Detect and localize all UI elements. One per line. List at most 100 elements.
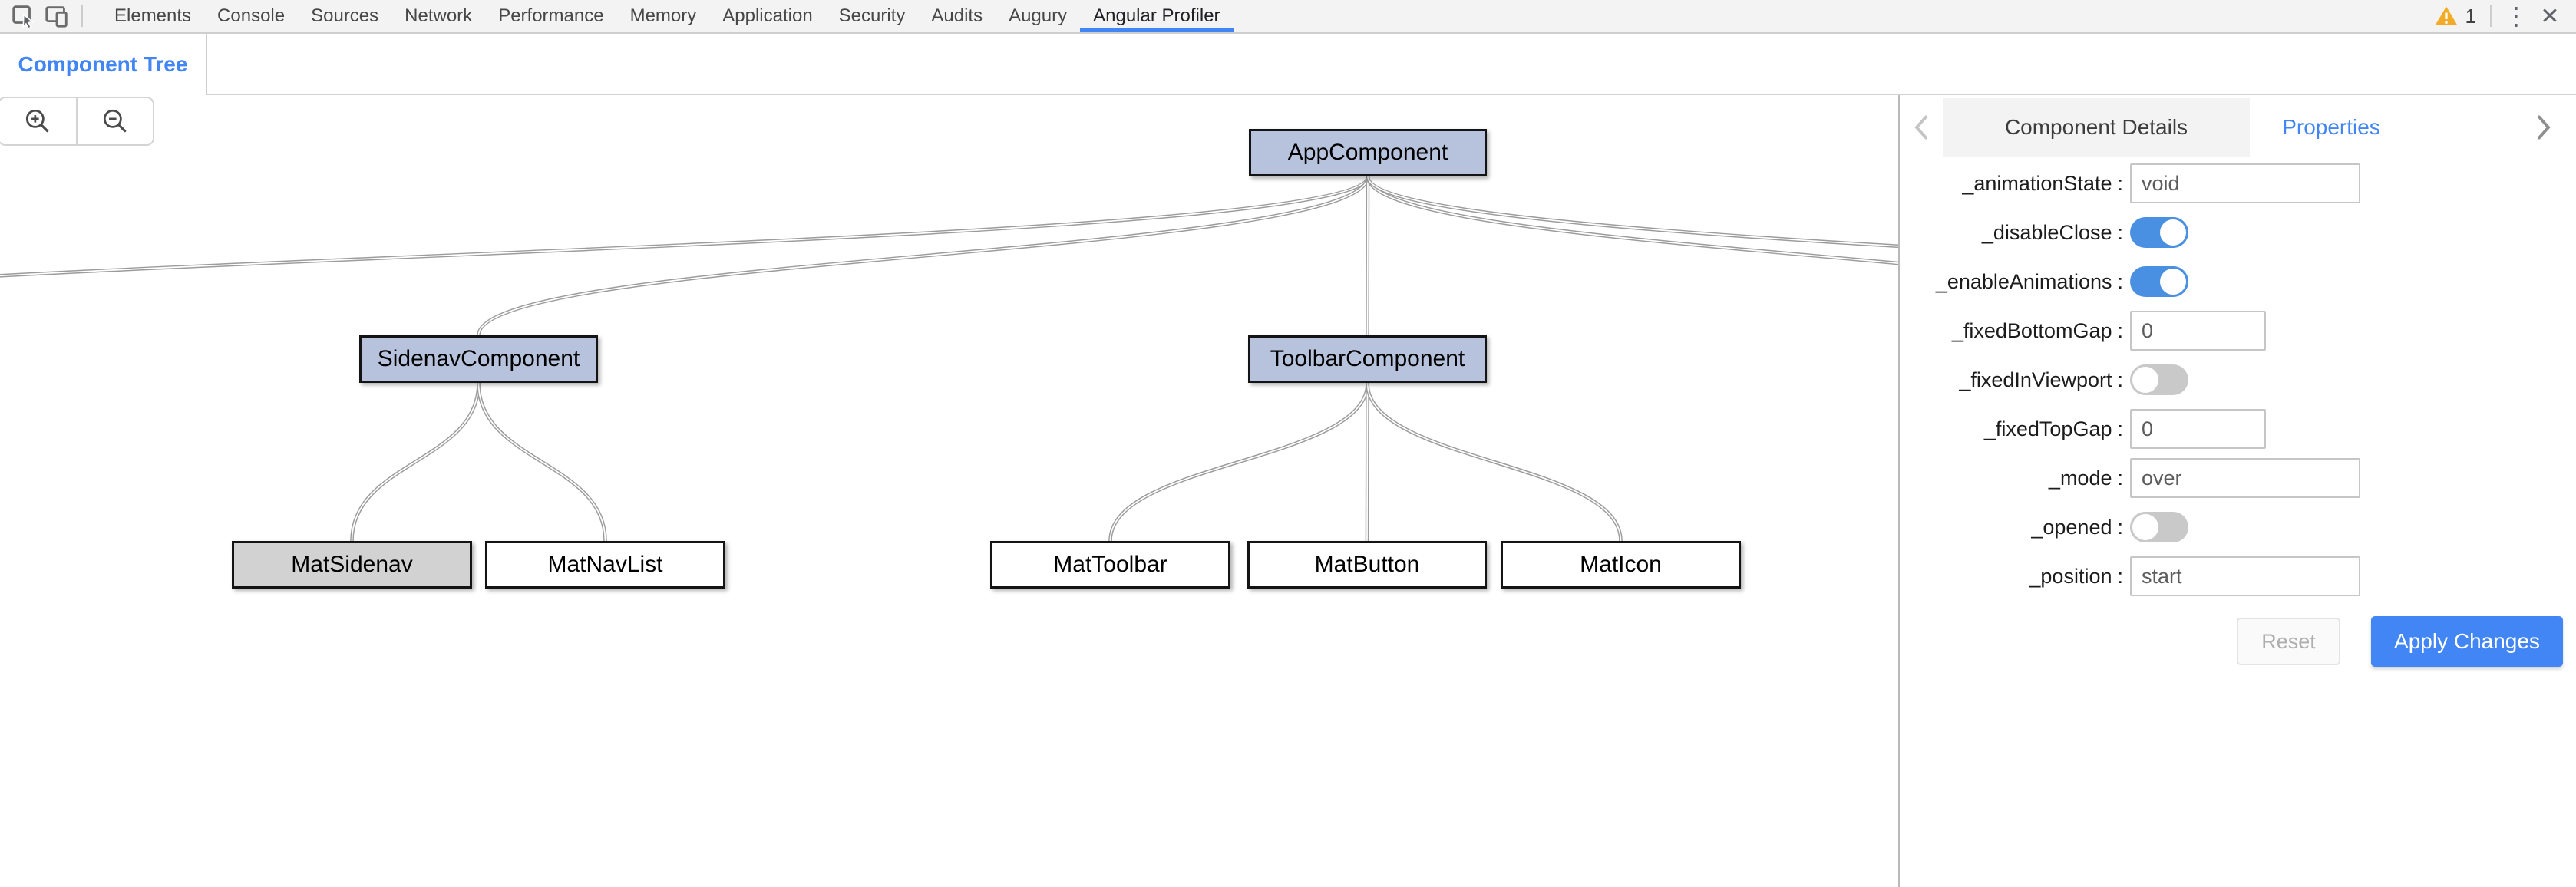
properties-list: _animationState:_disableClose:_enableAni…: [1900, 159, 2576, 601]
property-colon: :: [2117, 318, 2123, 342]
property-input-mode[interactable]: [2130, 458, 2360, 498]
kebab-menu-icon[interactable]: ⋮: [2504, 2, 2528, 30]
devtools-tab-audits[interactable]: Audits: [931, 5, 983, 26]
property-label: _mode: [2048, 466, 2112, 490]
apply-changes-button[interactable]: Apply Changes: [2371, 616, 2563, 667]
tree-node-matbutton[interactable]: MatButton: [1247, 541, 1487, 589]
property-label: _opened: [2031, 515, 2112, 539]
property-toggle-fixedinviewport[interactable]: [2130, 364, 2188, 395]
tree-edges: [0, 176, 1898, 542]
chevron-right-icon[interactable]: [2522, 98, 2565, 157]
property-colon: :: [2117, 220, 2123, 244]
toggle-knob: [2130, 364, 2161, 395]
property-colon: :: [2117, 466, 2123, 490]
toggle-knob: [2130, 512, 2161, 542]
property-label: _fixedBottomGap: [1951, 318, 2112, 342]
panel-tab-properties[interactable]: Properties: [2250, 98, 2413, 157]
zoom-out-icon: [103, 109, 127, 133]
property-toggle-opened[interactable]: [2130, 512, 2188, 542]
tree-node-mattoolbar[interactable]: MatToolbar: [990, 541, 1230, 589]
tree-node-matsidenav[interactable]: MatSidenav: [232, 541, 472, 589]
devtools-tab-angular-profiler[interactable]: Angular Profiler: [1080, 0, 1233, 32]
property-label: _disableClose: [1981, 220, 2112, 244]
property-colon: :: [2117, 368, 2123, 391]
devtools-tab-network[interactable]: Network: [405, 5, 473, 26]
tree-edge-app-offscreen: [1367, 176, 1898, 264]
zoom-out-button[interactable]: [76, 98, 153, 144]
property-row-enableanimations: _enableAnimations:: [1900, 257, 2576, 306]
close-icon[interactable]: ✕: [2540, 3, 2560, 29]
devtools-tab-augury[interactable]: Augury: [1009, 5, 1068, 26]
property-colon: :: [2117, 269, 2123, 293]
tree-node-toolbar[interactable]: ToolbarComponent: [1248, 335, 1487, 383]
inspect-cursor-icon: [12, 5, 35, 29]
panel-tab-component-details[interactable]: Component Details: [1943, 98, 2250, 157]
property-label: _enableAnimations: [1935, 269, 2112, 293]
property-toggle-disableclose[interactable]: [2130, 217, 2188, 248]
property-label: _position: [2029, 564, 2112, 588]
tree-edge-app-offscreen: [0, 176, 1369, 277]
device-toolbar-icon[interactable]: [40, 0, 74, 32]
tree-node-maticon[interactable]: MatIcon: [1501, 541, 1741, 589]
property-input-position[interactable]: [2130, 556, 2360, 596]
devtools-tab-elements[interactable]: Elements: [114, 5, 192, 26]
property-colon: :: [2117, 417, 2123, 440]
devtools-tab-security[interactable]: Security: [838, 5, 906, 26]
devtools-tab-performance[interactable]: Performance: [498, 5, 604, 26]
subtab-underline: [207, 94, 2576, 95]
warning-triangle-icon: [2435, 6, 2457, 25]
tree-edge-toolbar-maticon: [1366, 382, 1622, 542]
property-row-fixedinviewport: _fixedInViewport:: [1900, 355, 2576, 404]
warning-count: 1: [2465, 4, 2476, 28]
property-row-opened: _opened:: [1900, 503, 2576, 552]
chevron-left-icon[interactable]: [1900, 98, 1943, 157]
devtools-tab-application[interactable]: Application: [722, 5, 813, 26]
property-row-fixedbottomgap: _fixedBottomGap:: [1900, 306, 2576, 355]
property-label: _animationState: [1962, 171, 2112, 195]
zoom-in-button[interactable]: [0, 98, 76, 144]
tree-node-app[interactable]: AppComponent: [1249, 129, 1487, 176]
toggle-knob: [2158, 266, 2188, 297]
tree-edge-app-offscreen: [1367, 176, 1898, 247]
zoom-controls: [0, 97, 154, 146]
toggle-knob: [2158, 217, 2188, 248]
devtools-tab-memory[interactable]: Memory: [629, 5, 697, 26]
tree-edge-app-offscreen: [0, 176, 1370, 278]
property-label: _fixedInViewport: [1959, 368, 2112, 391]
tree-edge-app-toolbar: [1366, 176, 1369, 336]
devtools-tab-bar: Elements Console Sources Network Performance…: [0, 0, 2576, 34]
property-label: _fixedTopGap: [1983, 417, 2112, 440]
warning-badge[interactable]: 1: [2428, 4, 2482, 28]
reset-button[interactable]: Reset: [2237, 618, 2340, 665]
property-row-disableclose: _disableClose:: [1900, 208, 2576, 257]
property-input-fixedtopgap[interactable]: [2130, 409, 2266, 449]
property-colon: :: [2117, 171, 2123, 195]
devtools-tab-console[interactable]: Console: [217, 5, 286, 26]
property-input-animationstate[interactable]: [2130, 163, 2360, 203]
property-colon: :: [2117, 564, 2123, 588]
tab-component-tree[interactable]: Component Tree: [0, 34, 207, 95]
tree-edge-sidenav-matnavlist: [477, 382, 606, 542]
zoom-in-icon: [25, 109, 49, 133]
inspect-element-icon[interactable]: [6, 0, 40, 32]
tree-edge-app-sidenav: [477, 176, 1369, 336]
property-toggle-enableanimations[interactable]: [2130, 266, 2188, 297]
device-toolbar-glyph-icon: [45, 6, 68, 28]
subtab-bar: Component Tree: [0, 34, 2576, 95]
property-row-mode: _mode:: [1900, 453, 2576, 503]
tree-node-matnavlist[interactable]: MatNavList: [485, 541, 725, 589]
toolbar-separator: [81, 5, 83, 27]
devtools-tab-sources[interactable]: Sources: [311, 5, 379, 26]
tree-edge-toolbar-mattoolbar: [1109, 382, 1369, 542]
property-row-animationstate: _animationState:: [1900, 159, 2576, 208]
tree-node-sidenav[interactable]: SidenavComponent: [359, 335, 598, 383]
tree-edge-sidenav-matsidenav: [351, 382, 480, 542]
tree-edge-toolbar-matbutton: [1366, 382, 1369, 542]
property-row-position: _position:: [1900, 552, 2576, 601]
toolbar-separator: [2490, 5, 2492, 27]
property-input-fixedbottomgap[interactable]: [2130, 311, 2266, 351]
property-row-fixedtopgap: _fixedTopGap:: [1900, 404, 2576, 453]
